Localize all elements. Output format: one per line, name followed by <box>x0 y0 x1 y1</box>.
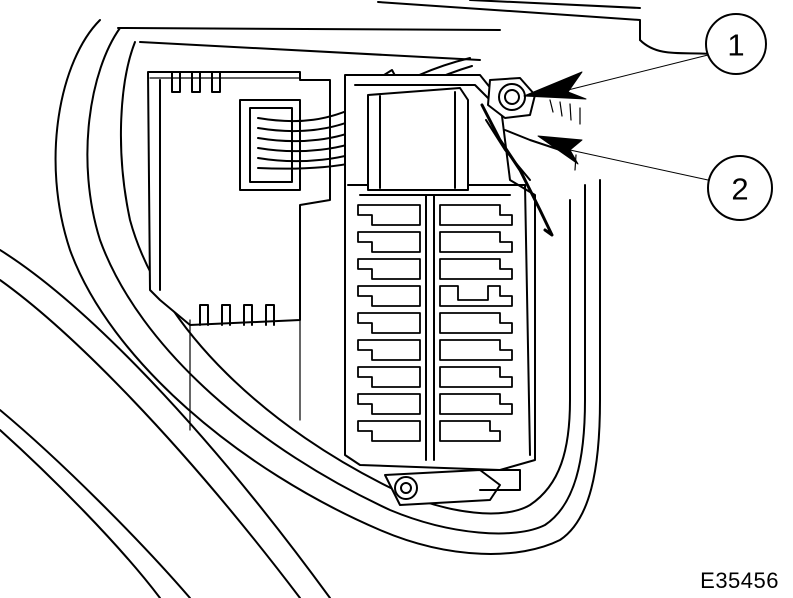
fuse <box>439 366 513 388</box>
fuse <box>357 366 421 388</box>
callout-1-leader <box>559 54 709 93</box>
callout-2: 2 <box>537 135 773 221</box>
fuse <box>439 231 513 253</box>
fuse <box>357 204 421 226</box>
callout-1-arrow <box>523 71 587 100</box>
callout-2-leader <box>569 149 709 181</box>
fuse <box>439 258 513 280</box>
fuse <box>439 393 513 415</box>
fuse <box>357 285 421 307</box>
fuse <box>357 339 421 361</box>
fuse <box>357 258 421 280</box>
fuse <box>357 393 421 415</box>
callout-1-label: 1 <box>727 28 744 63</box>
fuse <box>439 204 513 226</box>
callout-2-arrow <box>537 135 583 165</box>
fuse <box>439 339 513 361</box>
callout-1-circle <box>705 13 767 75</box>
fuse <box>357 231 421 253</box>
retaining-clip <box>480 99 581 237</box>
fuse <box>439 312 513 334</box>
fuse-column-left <box>357 204 421 442</box>
callout-2-label: 2 <box>731 172 748 207</box>
callout-1: 1 <box>523 13 767 100</box>
retaining-nut <box>487 77 536 119</box>
fuse <box>439 285 513 307</box>
fuse-column-right <box>439 204 513 442</box>
fuse <box>357 420 421 442</box>
callout-2-circle <box>707 155 773 221</box>
junction-module <box>147 71 331 431</box>
trim-panel <box>0 0 721 598</box>
figure-id: E35456 <box>700 568 779 593</box>
fuse <box>357 312 421 334</box>
fuse <box>439 420 501 442</box>
